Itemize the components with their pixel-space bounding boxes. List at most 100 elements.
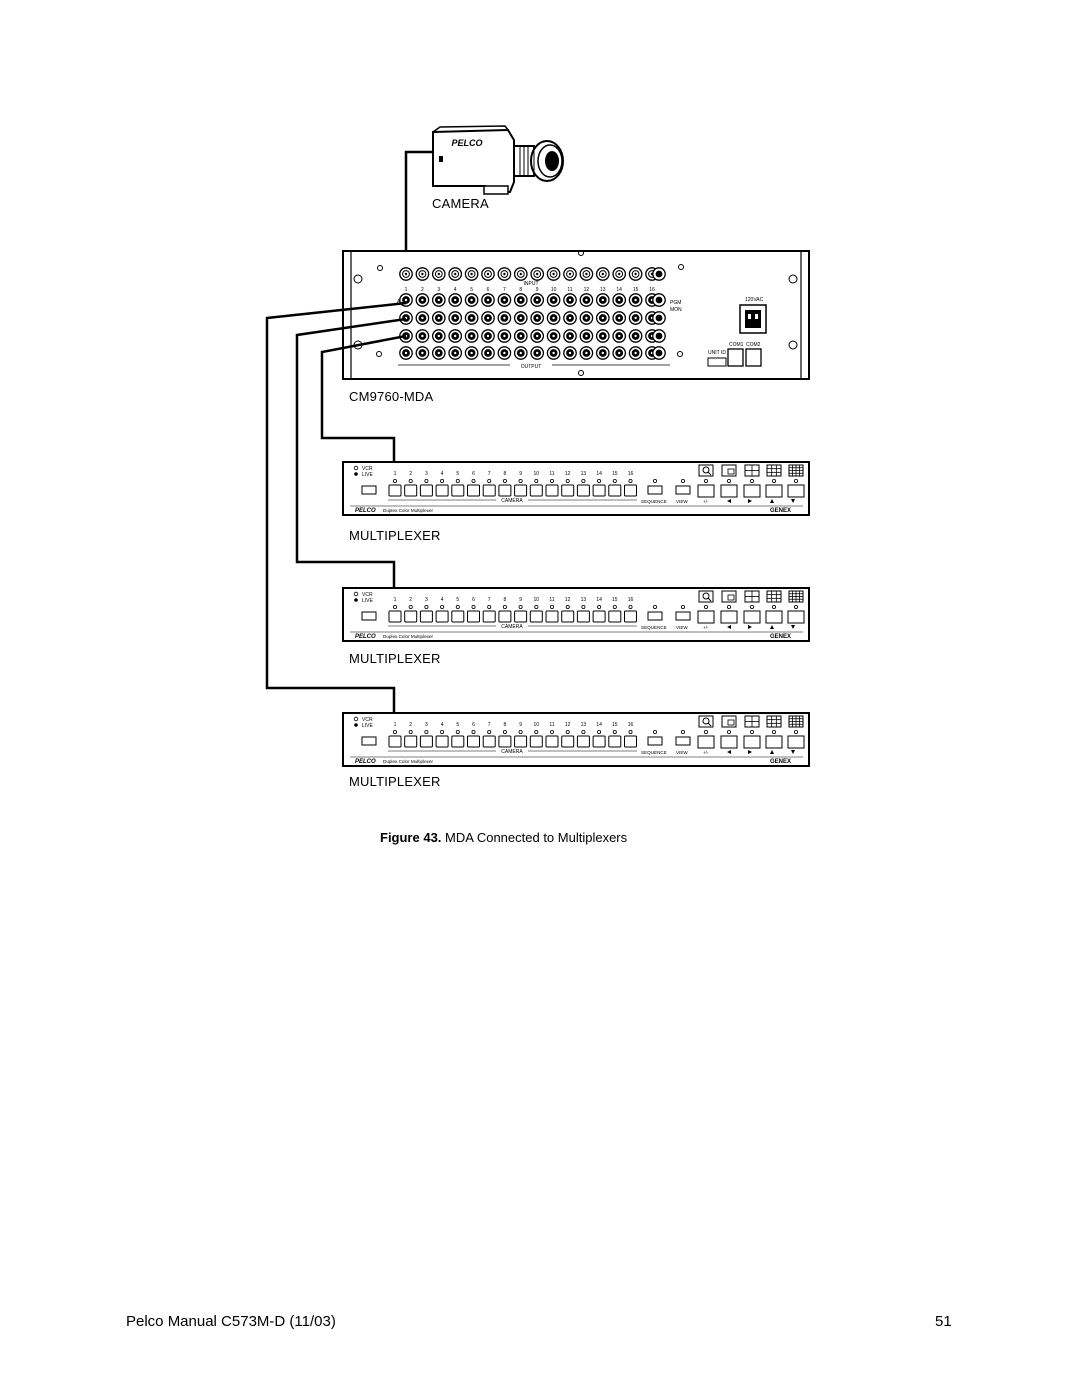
footer-manual: Pelco Manual C573M-D (11/03) — [126, 1313, 336, 1330]
bnc-jack — [563, 346, 577, 360]
sequence-label: SEQUENCE — [641, 499, 667, 504]
mda-channel-number: 12 — [584, 287, 590, 293]
bnc-jack — [628, 267, 643, 281]
camera-button — [467, 735, 480, 748]
live-label: LIVE — [362, 598, 374, 604]
pelco-brand: PELCO — [355, 759, 376, 765]
mda-channel-number: 16 — [649, 287, 655, 293]
camera-label: CAMERA — [432, 196, 489, 211]
camera-number: 2 — [409, 597, 412, 603]
bnc-jack — [579, 329, 594, 343]
live-label: LIVE — [362, 472, 374, 478]
bnc-jack — [546, 267, 561, 281]
camera-number: 5 — [456, 471, 459, 477]
camera-number: 13 — [581, 722, 587, 728]
bnc-jack — [530, 267, 545, 281]
bnc-jack — [612, 267, 627, 281]
arrow-up-icon — [770, 499, 774, 503]
view-label: VIEW — [676, 499, 688, 504]
monitor-jack — [652, 267, 666, 281]
bnc-jack — [530, 311, 545, 325]
arrow-down-icon — [791, 750, 795, 754]
figure-title: MDA Connected to Multiplexers — [445, 830, 628, 845]
bnc-jack — [546, 293, 561, 307]
camera-number: 14 — [596, 597, 602, 603]
bnc-jack — [563, 311, 577, 325]
camera-button — [467, 484, 480, 497]
camera-button — [451, 484, 465, 497]
view-mode-icon — [744, 715, 760, 728]
view-button — [675, 485, 691, 495]
model-label: Duplex Color Multiplexer — [383, 759, 434, 764]
arrow-right-icon — [748, 750, 752, 754]
camera-button — [561, 735, 575, 748]
view-button — [675, 736, 691, 746]
view-mode-button — [743, 610, 761, 624]
view-button — [675, 611, 691, 621]
bnc-jack — [415, 329, 430, 343]
camera-number: 11 — [549, 597, 554, 603]
bnc-jack — [595, 267, 610, 281]
camera-number: 8 — [504, 471, 507, 477]
bnc-jack — [563, 329, 577, 343]
camera-button — [592, 484, 606, 497]
camera-number: 9 — [519, 597, 522, 603]
view-mode-button — [720, 484, 738, 498]
bnc-jack — [448, 311, 463, 325]
genex-brand: GENEX — [770, 759, 791, 765]
camera-number: 8 — [504, 597, 507, 603]
camera-number: 16 — [628, 597, 634, 603]
mda-channel-number: 15 — [633, 287, 639, 293]
camera-button — [624, 484, 637, 497]
bnc-jack — [448, 267, 463, 281]
camera-number: 14 — [596, 722, 602, 728]
camera-button — [404, 735, 418, 748]
camera-button — [419, 610, 433, 623]
bnc-jack — [481, 346, 495, 360]
camera-button — [451, 735, 465, 748]
camera-button — [435, 610, 449, 623]
view-mode-icon — [721, 590, 737, 603]
camera-number: 3 — [425, 471, 428, 477]
page-number: 51 — [935, 1313, 952, 1330]
bnc-jack — [481, 267, 495, 281]
view-mode-button — [697, 484, 715, 498]
camera-button — [545, 735, 559, 748]
camera-number: 10 — [534, 722, 540, 728]
view-mode-button — [697, 735, 715, 749]
camera-number: 10 — [534, 597, 540, 603]
camera-button — [608, 484, 622, 497]
view-mode-icon — [766, 590, 782, 603]
bnc-jack — [399, 267, 413, 281]
bnc-jack — [612, 311, 627, 325]
bnc-jack — [579, 311, 594, 325]
view-mode-icon — [698, 590, 714, 603]
bnc-jack — [481, 329, 495, 343]
arrow-right-icon — [748, 625, 752, 629]
bnc-jack — [513, 346, 528, 360]
figure-caption: Figure 43. MDA Connected to Multiplexers — [380, 830, 627, 845]
output-cable-a — [320, 334, 407, 462]
camera-number: 13 — [581, 471, 587, 477]
mda-pgm-label: PGM — [670, 300, 681, 306]
bnc-jack — [595, 329, 610, 343]
bnc-jack — [595, 311, 610, 325]
camera-button — [514, 610, 528, 623]
arrow-down-icon — [791, 625, 795, 629]
camera-number: 4 — [441, 471, 444, 477]
output-cable-b — [295, 317, 407, 589]
camera-number: 6 — [472, 722, 475, 728]
bnc-jack — [612, 329, 627, 343]
bnc-jack — [563, 267, 577, 281]
vcr-label: VCR — [362, 592, 373, 598]
plusminus-label: +/- — [703, 750, 709, 755]
bnc-jack — [497, 293, 512, 307]
arrow-right-icon — [748, 499, 752, 503]
bnc-jack — [579, 346, 594, 360]
mda-power-label: 120VAC — [745, 297, 764, 303]
vcr-label: VCR — [362, 466, 373, 472]
com1-port — [727, 348, 744, 367]
arrow-up-icon — [770, 750, 774, 754]
camera-button — [388, 610, 402, 623]
